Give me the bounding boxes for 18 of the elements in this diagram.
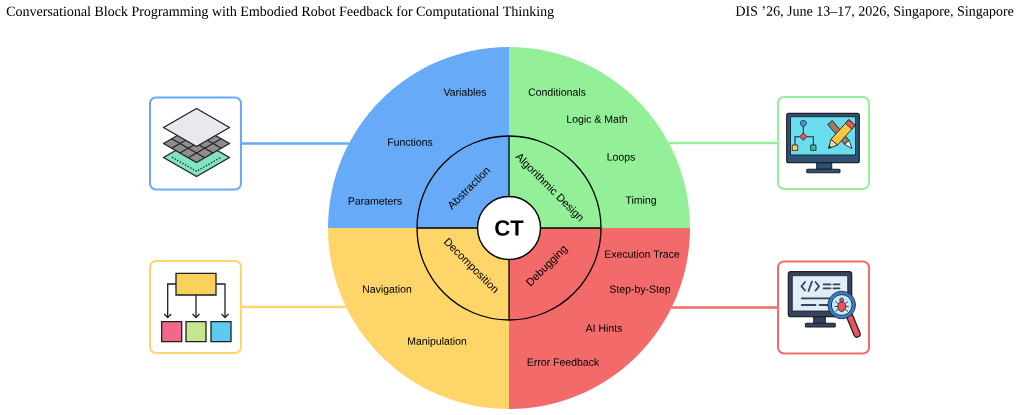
topic-label: Error Feedback [527,358,600,366]
running-header: Conversational Block Programming with Embodied Robot Feedback for Computational Thinking [6,6,554,19]
running-header: DIS ’26, June 13–17, 2026, Singapore, Singapore [735,6,1014,19]
topic-label: Step-by-Step [609,285,671,295]
connector-line [242,305,347,309]
connector-line [668,141,777,145]
topic-label: Variables [443,88,487,96]
topic-label: Conditionals [528,88,586,96]
connector-line [242,142,349,145]
topic-label: Logic & Math [567,115,627,125]
topic-label: Manipulation [408,337,467,347]
topic-label: Parameters [348,197,402,205]
topic-label: AI Hints [585,324,622,332]
topic-label: Navigation [363,285,412,295]
topic-label: Execution Trace [605,250,680,258]
connector-line [671,306,777,309]
topic-label: Loops [607,153,635,163]
topic-label: Timing [625,196,656,206]
